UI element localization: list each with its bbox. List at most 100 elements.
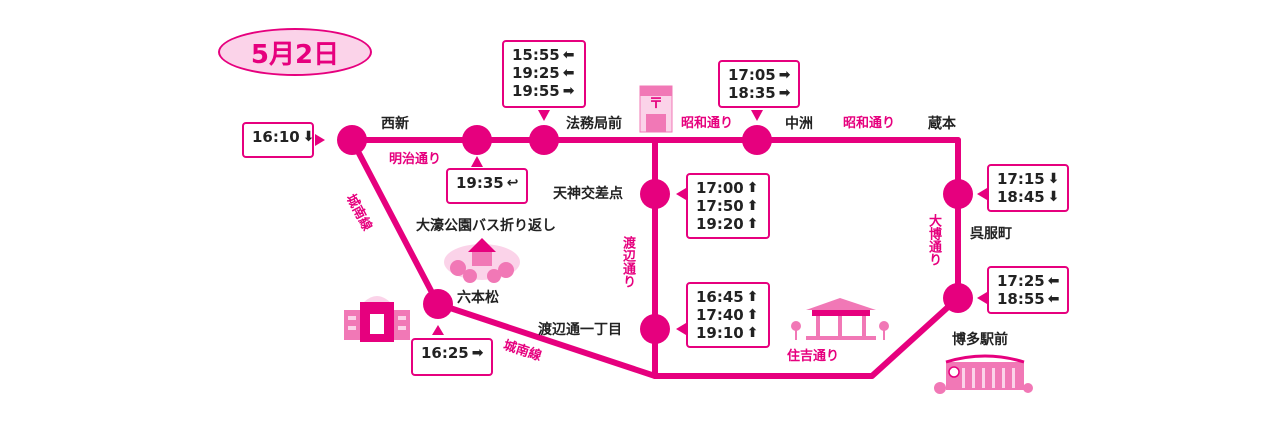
pointer-hakata	[977, 292, 987, 304]
times-box-tenjin: 17:00⬆ 17:50⬆ 19:20⬆	[686, 173, 770, 239]
stop-dot-watanabe	[640, 314, 670, 344]
station-building-icon	[934, 354, 1033, 394]
route-sumiyoshi-road	[652, 295, 961, 379]
direction-arrow-icon: ➡	[471, 345, 484, 361]
pointer-tenjin	[676, 188, 686, 200]
school-building-icon	[344, 296, 410, 342]
pointer-watanabe	[676, 323, 686, 335]
stop-label-watanabe-1: 渡辺通一丁目	[538, 322, 622, 338]
stop-label-nakasu: 中洲	[785, 116, 813, 132]
time-value: 19:55	[512, 82, 560, 100]
street-watanabe: 渡辺通り	[620, 236, 635, 288]
uturn-arrow-icon: ↩	[506, 175, 519, 191]
direction-arrow-icon: ⬆	[746, 198, 759, 214]
direction-arrow-icon: ⬅	[1047, 291, 1060, 307]
pointer-gofukumachi	[977, 188, 987, 200]
time-row: 17:15⬇	[997, 170, 1059, 188]
time-row: 19:20⬆	[696, 215, 760, 233]
time-value: 15:55	[512, 46, 560, 64]
stop-label-hakata: 博多駅前	[952, 332, 1008, 348]
time-row: 17:25⬅	[997, 272, 1059, 290]
stop-label-ropponmatsu: 六本松	[457, 290, 499, 306]
direction-arrow-icon: ⬆	[746, 289, 759, 305]
stop-label-houmukyoku: 法務局前	[566, 116, 622, 132]
time-row: 19:35↩	[456, 174, 518, 192]
time-value: 17:50	[696, 197, 744, 215]
direction-arrow-icon: ➡	[778, 67, 791, 83]
direction-arrow-icon: ⬇	[1047, 171, 1060, 187]
times-box-nakasu: 17:05➡ 18:35➡	[718, 60, 800, 108]
street-sumiyoshi: 住吉通り	[787, 349, 840, 364]
direction-arrow-icon: ⬆	[746, 180, 759, 196]
direction-arrow-icon: ⬆	[746, 216, 759, 232]
time-row: 16:45⬆	[696, 288, 760, 306]
time-row: 16:10⬇	[252, 128, 314, 146]
direction-arrow-icon: ➡	[562, 83, 575, 99]
stop-label-tenjin: 天神交差点	[553, 186, 623, 202]
time-value: 18:55	[997, 290, 1045, 308]
stop-dot-nishijin	[337, 125, 367, 155]
time-value: 17:05	[728, 66, 776, 84]
svg-text:〒: 〒	[649, 96, 663, 112]
time-row: 17:05➡	[728, 66, 790, 84]
time-value: 19:35	[456, 174, 504, 192]
street-taihaku: 大博通り	[926, 214, 941, 266]
time-row: 19:25⬅	[512, 64, 576, 82]
time-row: 17:40⬆	[696, 306, 760, 324]
street-meiji: 明治通り	[389, 152, 442, 167]
direction-arrow-icon: ⬅	[562, 47, 575, 63]
time-value: 17:00	[696, 179, 744, 197]
stop-label-nishijin: 西新	[381, 116, 409, 132]
direction-arrow-icon: ⬅	[562, 65, 575, 81]
times-box-ohori: 19:35↩	[446, 168, 528, 204]
time-value: 17:40	[696, 306, 744, 324]
times-box-watanabe: 16:45⬆ 17:40⬆ 19:10⬆	[686, 282, 770, 348]
direction-arrow-icon: ⬇	[1047, 189, 1060, 205]
stop-dot-houmukyoku	[529, 125, 559, 155]
pointer-ropponmatsu	[432, 325, 444, 335]
stop-dot-ohori	[462, 125, 492, 155]
pointer-nishijin	[315, 134, 325, 146]
stop-dot-gofukumachi	[943, 179, 973, 209]
stop-label-ohori-turn: 大濠公園バス折り返し	[416, 218, 556, 234]
time-row: 17:50⬆	[696, 197, 760, 215]
post-office-icon: 〒	[639, 85, 673, 133]
times-box-hakata: 17:25⬅ 18:55⬅	[987, 266, 1069, 314]
time-value: 18:45	[997, 188, 1045, 206]
time-value: 16:45	[696, 288, 744, 306]
stop-dot-nakasu	[742, 125, 772, 155]
street-showa-2: 昭和通り	[843, 116, 896, 131]
time-value: 19:20	[696, 215, 744, 233]
time-value: 17:25	[997, 272, 1045, 290]
time-row: 15:55⬅	[512, 46, 576, 64]
castle-park-icon	[444, 238, 520, 283]
time-row: 19:10⬆	[696, 324, 760, 342]
direction-arrow-icon: ⬅	[1047, 273, 1060, 289]
times-box-nishijin: 16:10⬇	[242, 122, 314, 158]
street-showa-1: 昭和通り	[681, 116, 734, 131]
time-value: 16:25	[421, 344, 469, 362]
time-row: 16:25➡	[421, 344, 483, 362]
stop-dot-tenjin	[640, 179, 670, 209]
times-box-ropponmatsu: 16:25➡	[411, 338, 493, 376]
time-row: 18:45⬇	[997, 188, 1059, 206]
direction-arrow-icon: ⬆	[746, 325, 759, 341]
time-value: 18:35	[728, 84, 776, 102]
times-box-gofukumachi: 17:15⬇ 18:45⬇	[987, 164, 1069, 212]
stop-dot-hakata	[943, 283, 973, 313]
stop-dot-ropponmatsu	[423, 289, 453, 319]
time-value: 16:10	[252, 128, 300, 146]
pointer-houmukyoku	[538, 110, 550, 121]
time-row: 17:00⬆	[696, 179, 760, 197]
date-badge: 5月2日	[218, 28, 372, 76]
time-row: 18:35➡	[728, 84, 790, 102]
shrine-icon	[791, 298, 889, 340]
direction-arrow-icon: ⬇	[302, 129, 315, 145]
time-row: 19:55➡	[512, 82, 576, 100]
time-value: 17:15	[997, 170, 1045, 188]
time-value: 19:10	[696, 324, 744, 342]
times-box-houmukyoku: 15:55⬅ 19:25⬅ 19:55➡	[502, 40, 586, 108]
pointer-nakasu	[751, 110, 763, 121]
